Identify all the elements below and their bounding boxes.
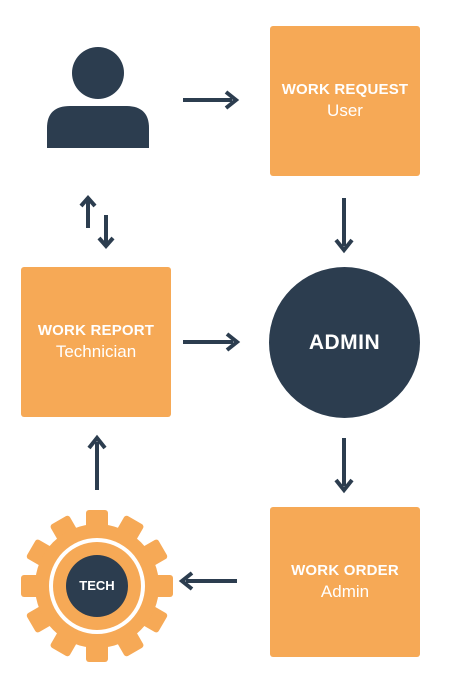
arrow-tech-to-report	[87, 434, 107, 490]
arrow-admin-to-order	[334, 438, 354, 494]
work-request-node: WORK REQUEST User	[270, 26, 420, 176]
arrow-order-to-tech	[178, 571, 237, 591]
arrow-user-report-bidirectional	[79, 194, 115, 250]
admin-label: ADMIN	[308, 330, 381, 354]
work-order-role: Admin	[320, 582, 370, 601]
tech-label: TECH	[79, 578, 115, 593]
work-order-title: WORK ORDER	[291, 562, 399, 579]
work-request-title: WORK REQUEST	[281, 81, 409, 98]
arrow-report-to-admin	[183, 332, 241, 352]
work-report-node: WORK REPORT Technician	[21, 267, 171, 417]
work-request-role: User	[327, 101, 363, 120]
admin-node: ADMIN	[269, 267, 420, 418]
work-order-node: WORK ORDER Admin	[270, 507, 420, 657]
arrow-user-to-request	[183, 90, 240, 110]
gear-icon	[21, 510, 173, 662]
user-icon	[47, 47, 149, 148]
work-report-role: Technician	[55, 342, 137, 361]
arrow-request-to-admin	[334, 198, 354, 254]
work-report-title: WORK REPORT	[37, 322, 155, 339]
